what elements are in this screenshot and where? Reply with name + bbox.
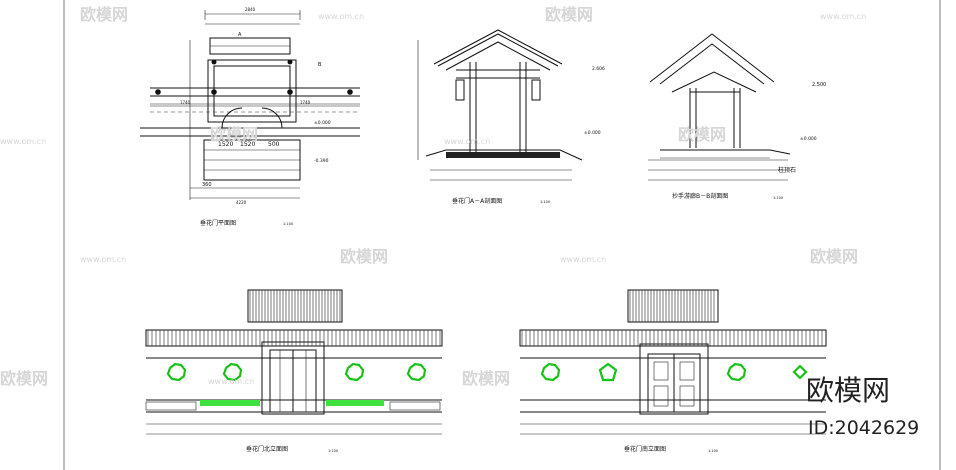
- north-green-bar-2: [326, 400, 384, 406]
- south-window-2: [598, 362, 618, 382]
- watermark-logo-4: 欧模网: [678, 125, 726, 144]
- section-mark-a: A: [238, 32, 242, 38]
- north-elev-scale: 1:100: [328, 449, 338, 453]
- plan-dim-500: 500: [268, 141, 280, 148]
- watermark-logo-8: 欧模网: [462, 369, 510, 388]
- watermark-layer: 欧模网 www.om.cn 欧模网 www.om.cn www.om.cn 欧模…: [0, 5, 919, 439]
- north-window-4: [406, 362, 427, 382]
- sec-b-elev-0: ±0.000: [800, 136, 817, 142]
- plan-elev-0: ±0.000: [314, 120, 331, 126]
- section-a-title: 垂花门A－A剖面图: [452, 197, 502, 205]
- watermark-logo-1: 欧模网: [80, 5, 128, 24]
- plan-dim-4220: 4220: [236, 200, 247, 205]
- south-elevation-view: 垂花门南立面图 1:100: [519, 289, 827, 453]
- north-window-1: [166, 362, 187, 382]
- north-window-3: [344, 362, 365, 382]
- watermark-site-3: www.om.cn: [0, 137, 46, 146]
- watermark-site-7: www.om.cn: [208, 377, 254, 386]
- plan-dim-1740-b: 1740: [300, 100, 311, 105]
- sec-a-elev-1: 2.606: [592, 66, 605, 72]
- north-elev-title: 垂花门北立面图: [246, 445, 288, 453]
- svg-text:2840: 2840: [245, 7, 256, 12]
- watermark-site-2: www.om.cn: [820, 12, 866, 21]
- model-id-label: ID:2042629: [808, 417, 919, 439]
- watermark-logo-7: 欧模网: [0, 369, 48, 388]
- watermark-site-1: www.om.cn: [318, 12, 364, 21]
- section-mark-b: B: [318, 62, 322, 68]
- section-b-title: 抄手游廊B－B剖面图: [672, 192, 728, 200]
- south-window-4: [792, 364, 808, 380]
- north-window-2: [222, 362, 243, 382]
- plan-dim-1520: 1520: [218, 141, 233, 148]
- plan-columns: [155, 59, 353, 95]
- north-elevation-view: 垂花门北立面图 1:100: [145, 289, 443, 453]
- plan-dim-1520-b: 1520: [240, 141, 255, 148]
- sec-b-note: 柱顶石: [778, 166, 796, 174]
- watermark-site-5: www.om.cn: [80, 255, 126, 264]
- plan-scale: 1:100: [283, 222, 293, 226]
- watermark-site-4: www.om.cn: [444, 137, 490, 146]
- watermark-logo-6: 欧模网: [810, 247, 858, 266]
- brand-logo-text: 欧模网: [806, 374, 890, 407]
- south-window-3: [726, 362, 747, 382]
- plan-dim-1740: 1740: [180, 100, 191, 105]
- watermark-logo-2: 欧模网: [545, 5, 593, 24]
- plan-dim-360: 360: [202, 182, 212, 188]
- section-a-view: ±0.000 2.606 垂花门A－A剖面图 1:100: [417, 29, 605, 205]
- sec-a-elev-0: ±0.000: [584, 130, 601, 136]
- plan-title: 垂花门平面图: [200, 219, 236, 227]
- plan-view: 2840 A B 1520 1520 500 ±0.000 -0.390: [140, 7, 360, 227]
- section-b-scale: 1:100: [773, 196, 783, 200]
- sec-b-elev-1: 2.500: [812, 82, 826, 88]
- north-green-bar-1: [200, 400, 260, 406]
- south-elev-scale: 1:100: [708, 449, 718, 453]
- section-b-view: ±0.000 2.500 柱顶石 抄手游廊B－B剖面图 1:100: [648, 33, 826, 200]
- watermark-site-6: www.om.cn: [560, 255, 606, 264]
- section-a-ground: [446, 152, 560, 158]
- section-a-scale: 1:100: [540, 200, 550, 204]
- watermark-logo-5: 欧模网: [340, 247, 388, 266]
- plan-elev-neg: -0.390: [314, 158, 329, 164]
- south-elev-title: 垂花门南立面图: [624, 445, 666, 453]
- watermark-logo-3: 欧模网: [210, 125, 258, 144]
- south-window-1: [540, 362, 561, 382]
